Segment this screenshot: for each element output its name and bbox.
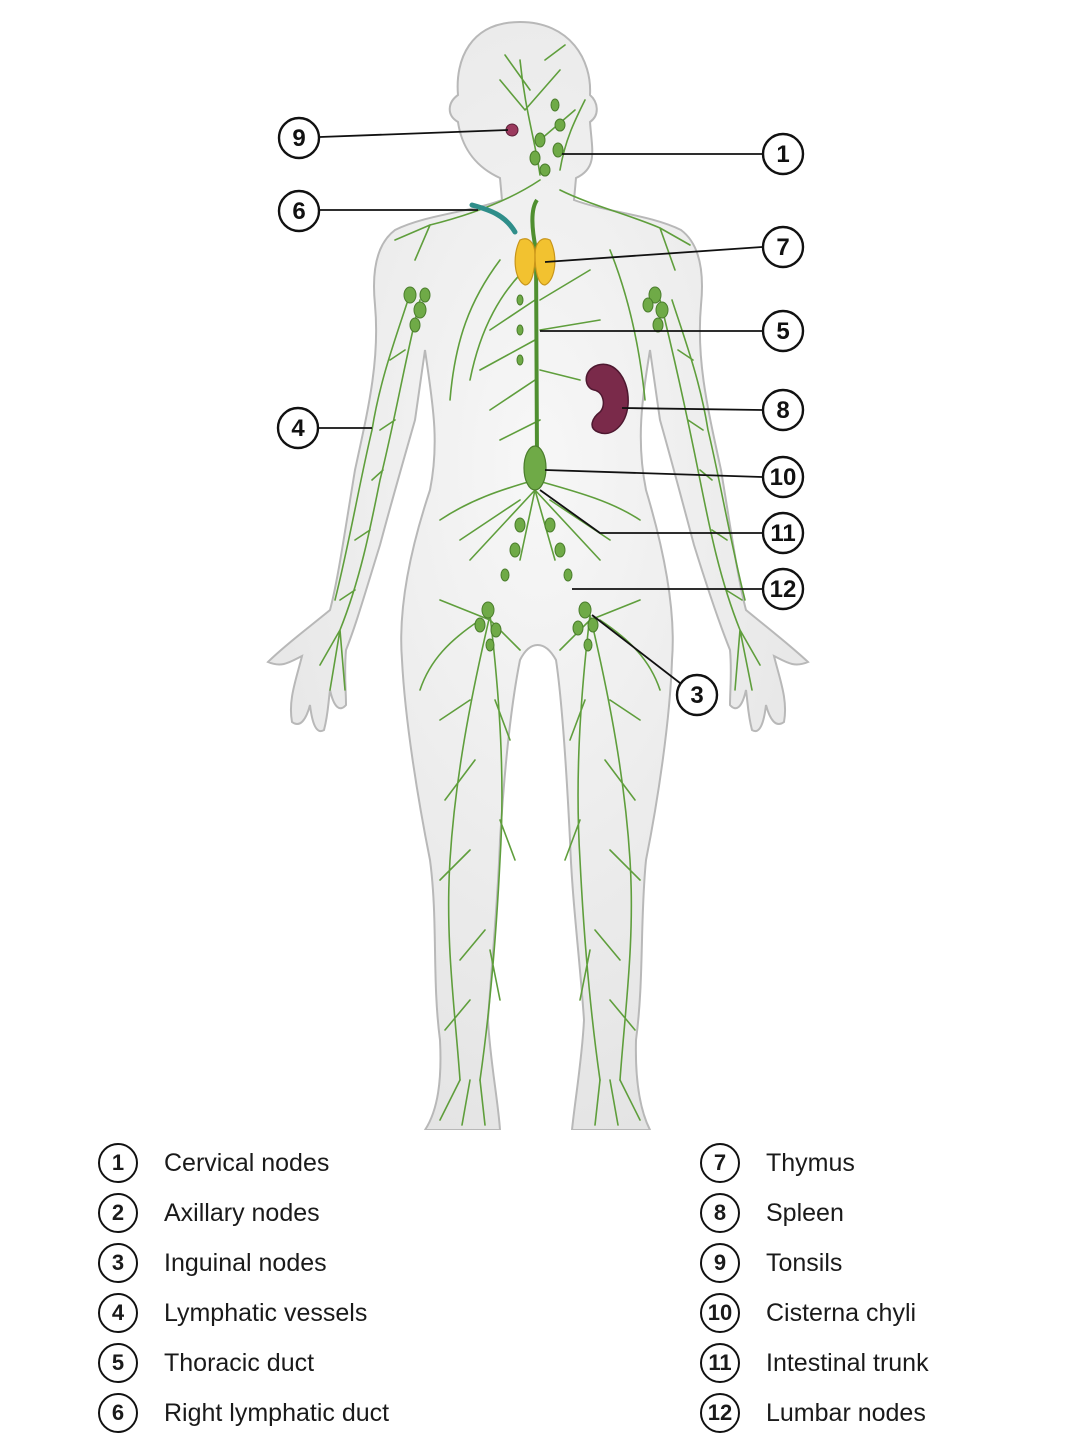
legend-item: 10 Cisterna chyli [700,1288,929,1338]
legend-number: 11 [700,1343,740,1383]
legend-label: Cervical nodes [164,1148,330,1177]
lymph-nodes [403,98,669,652]
spleen-organ [585,363,629,435]
right-lymphatic-duct [469,202,518,235]
callout-4: 4 [276,406,320,450]
callout-9: 9 [277,116,321,160]
legend-number: 8 [700,1193,740,1233]
svg-text:9: 9 [292,125,305,152]
callout-5: 5 [761,309,805,353]
legend-label: Axillary nodes [164,1198,320,1227]
legend-label: Thoracic duct [164,1348,315,1377]
legend-number: 9 [700,1243,740,1283]
legend-label: Intestinal trunk [766,1348,929,1377]
svg-text:3: 3 [690,682,703,709]
svg-text:1: 1 [776,141,789,168]
cisterna-chyli [523,445,547,491]
legend-number: 4 [98,1293,138,1333]
callout-12: 12 [761,567,805,611]
diagram-callouts: 9 1 6 7 5 8 4 10 11 12 3 [276,116,805,717]
legend-number: 2 [98,1193,138,1233]
legend-number: 3 [98,1243,138,1283]
legend-item: 11 Intestinal trunk [700,1338,929,1388]
legend-item: 1 Cervical nodes [98,1138,389,1188]
legend-label: Cisterna chyli [766,1298,917,1327]
legend-number: 5 [98,1343,138,1383]
svg-text:8: 8 [776,397,789,424]
legend-label: Lumbar nodes [766,1398,926,1427]
legend-left-column: 1 Cervical nodes 2 Axillary nodes 3 Inguina… [98,1138,389,1438]
legend-number: 1 [98,1143,138,1183]
legend-right-column: 7 Thymus 8 Spleen 9 Tonsils 10 Cisterna chyl… [700,1138,929,1438]
legend-number: 7 [700,1143,740,1183]
callout-7: 7 [761,225,805,269]
legend-label: Thymus [766,1148,855,1177]
callout-3: 3 [675,673,719,717]
leader-lines [318,129,763,684]
callout-1: 1 [761,132,805,176]
legend-item: 3 Inguinal nodes [98,1238,389,1288]
legend-item: 5 Thoracic duct [98,1338,389,1388]
callout-10: 10 [761,455,805,499]
legend-number: 10 [700,1293,740,1333]
callout-8: 8 [761,388,805,432]
legend-label: Lymphatic vessels [164,1298,368,1327]
lymphatic-system-diagram: 9 1 6 7 5 8 4 10 11 12 3 [266,20,810,1130]
legend-number: 12 [700,1393,740,1433]
body-silhouette [266,20,810,1130]
legend-label: Inguinal nodes [164,1248,327,1277]
thymus-organ [514,238,556,286]
legend-number: 6 [98,1393,138,1433]
legend-item: 12 Lumbar nodes [700,1388,929,1438]
legend-item: 9 Tonsils [700,1238,929,1288]
legend-label: Tonsils [766,1248,843,1277]
svg-text:12: 12 [770,576,797,603]
callout-6: 6 [277,189,321,233]
legend-item: 6 Right lymphatic duct [98,1388,389,1438]
svg-text:11: 11 [770,520,795,547]
svg-text:6: 6 [292,198,305,225]
legend-item: 8 Spleen [700,1188,929,1238]
callout-11: 11 [761,511,805,555]
svg-text:4: 4 [291,415,305,442]
svg-text:5: 5 [776,318,789,345]
legend-item: 7 Thymus [700,1138,929,1188]
legend-item: 2 Axillary nodes [98,1188,389,1238]
legend-label: Spleen [766,1198,844,1227]
legend-item: 4 Lymphatic vessels [98,1288,389,1338]
svg-text:7: 7 [776,234,789,261]
legend-label: Right lymphatic duct [164,1398,390,1427]
svg-text:10: 10 [770,464,797,491]
